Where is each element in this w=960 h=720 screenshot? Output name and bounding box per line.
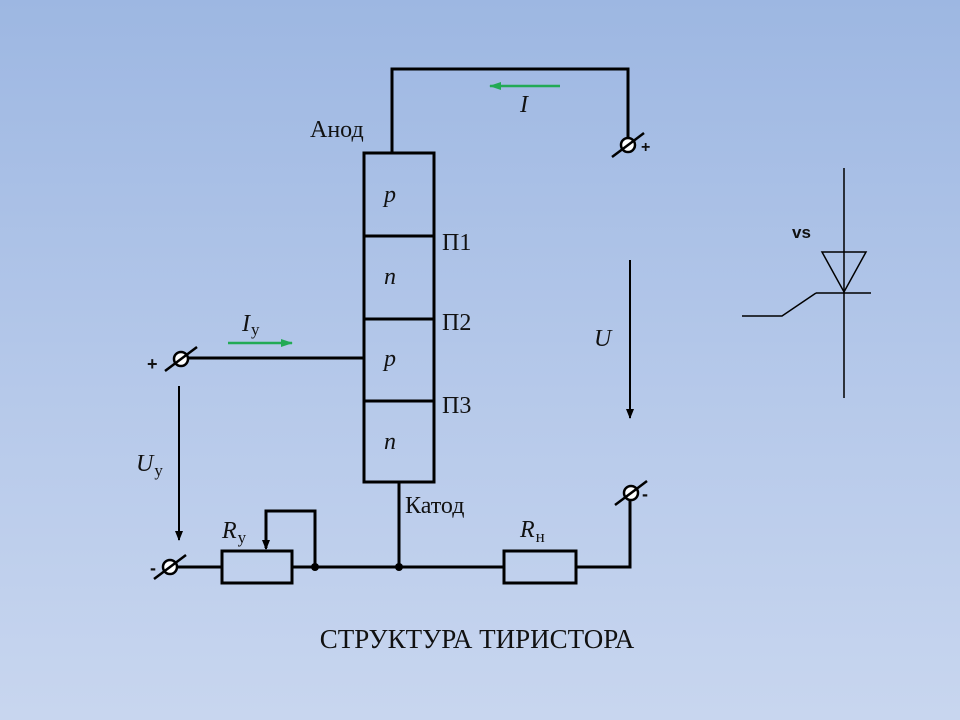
terminal-slash <box>164 346 198 372</box>
layer-label: n <box>384 264 396 290</box>
terminal-slash <box>153 554 187 580</box>
junction-label: П1 <box>442 230 471 256</box>
terminal-plus-label: + <box>147 354 158 374</box>
control-resistor <box>220 549 294 585</box>
anode-label: Анод <box>310 117 364 143</box>
terminal-minus-label: - <box>642 484 648 504</box>
diagram-title: СТРУКТУРА ТИРИСТОРА <box>320 624 635 654</box>
anode-wire <box>390 67 630 153</box>
cathode-label: Катод <box>405 493 464 519</box>
thyristor-structure: p n p n <box>362 151 436 484</box>
layer-label: n <box>384 429 396 455</box>
voltage-control-label: Uу <box>136 451 163 480</box>
current-control-label: Iу <box>241 311 260 339</box>
terminal-plus-label: + <box>641 139 650 156</box>
node-dot <box>311 563 319 571</box>
resistor-load-label: Rн <box>519 517 545 546</box>
terminal-slash <box>614 480 648 506</box>
thyristor-symbol: vs <box>742 168 871 398</box>
potentiometer-wiper-wire <box>264 509 317 567</box>
layer-label: p <box>382 182 396 208</box>
symbol-label: vs <box>792 223 811 242</box>
symbol-gate <box>742 292 817 317</box>
terminal-minus-label: - <box>150 558 156 578</box>
terminal-slash <box>611 132 645 158</box>
node-dot <box>395 563 403 571</box>
junction-label: П3 <box>442 393 471 419</box>
load-resistor <box>502 549 578 585</box>
bottom-wire <box>576 500 632 569</box>
layer-label: p <box>382 346 396 372</box>
symbol-triangle <box>820 251 868 294</box>
voltage-main-label: U <box>594 326 613 352</box>
current-main-label: I <box>519 92 529 118</box>
resistor-control-label: Rу <box>221 518 247 547</box>
junction-label: П2 <box>442 310 471 336</box>
